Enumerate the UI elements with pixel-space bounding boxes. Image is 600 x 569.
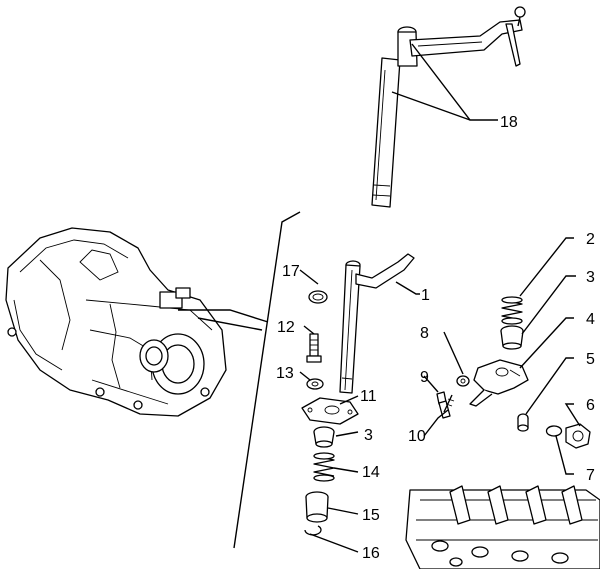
- callout-13: 13: [276, 365, 294, 382]
- callout-7: 7: [586, 467, 595, 484]
- part-10-pin[interactable]: [443, 394, 455, 413]
- part-3-bushing-upper[interactable]: [500, 325, 524, 350]
- callout-15: 15: [362, 507, 380, 524]
- part-14-spring[interactable]: [313, 452, 335, 482]
- callout-5: 5: [586, 351, 595, 368]
- callout-16: 16: [362, 545, 380, 562]
- part-7-spring-clip[interactable]: [545, 425, 563, 437]
- callout-11: 11: [360, 388, 377, 405]
- part-6-cap[interactable]: [565, 423, 591, 449]
- callout-10: 10: [408, 428, 426, 445]
- callout-4: 4: [586, 311, 595, 328]
- part-11-flange-plate[interactable]: [301, 397, 359, 425]
- part-8-washer[interactable]: [456, 375, 470, 387]
- callout-1: 1: [421, 287, 430, 304]
- part-2-spring[interactable]: [501, 296, 523, 325]
- part-13-washer[interactable]: [306, 378, 324, 390]
- callout-18: 18: [500, 114, 518, 131]
- callout-17: 17: [282, 263, 300, 280]
- callout-8: 8: [420, 325, 429, 342]
- part-3-bushing-lower[interactable]: [313, 426, 335, 448]
- callout-3-upper: 3: [586, 269, 595, 286]
- leader-lines: [299, 43, 581, 553]
- part-4-lever-bracket[interactable]: [469, 359, 529, 407]
- callout-2: 2: [586, 231, 595, 248]
- part-5-plunger-screw[interactable]: [517, 413, 529, 432]
- gearbox-housing: [5, 227, 227, 417]
- part-16-circlip[interactable]: [304, 525, 322, 536]
- part-18-shift-rod-lever[interactable]: [371, 6, 526, 208]
- section-divider: [233, 211, 301, 549]
- part-12-bolt[interactable]: [306, 333, 322, 363]
- callout-6: 6: [586, 397, 595, 414]
- callout-3-lower: 3: [364, 427, 373, 444]
- callout-14: 14: [362, 464, 380, 481]
- part-1-selector-shaft[interactable]: [339, 253, 415, 394]
- selector-fork-assembly: [405, 485, 600, 569]
- part-15-cup[interactable]: [305, 491, 329, 523]
- part-17-o-ring[interactable]: [308, 290, 328, 304]
- callout-12: 12: [277, 319, 295, 336]
- callout-9: 9: [420, 369, 429, 386]
